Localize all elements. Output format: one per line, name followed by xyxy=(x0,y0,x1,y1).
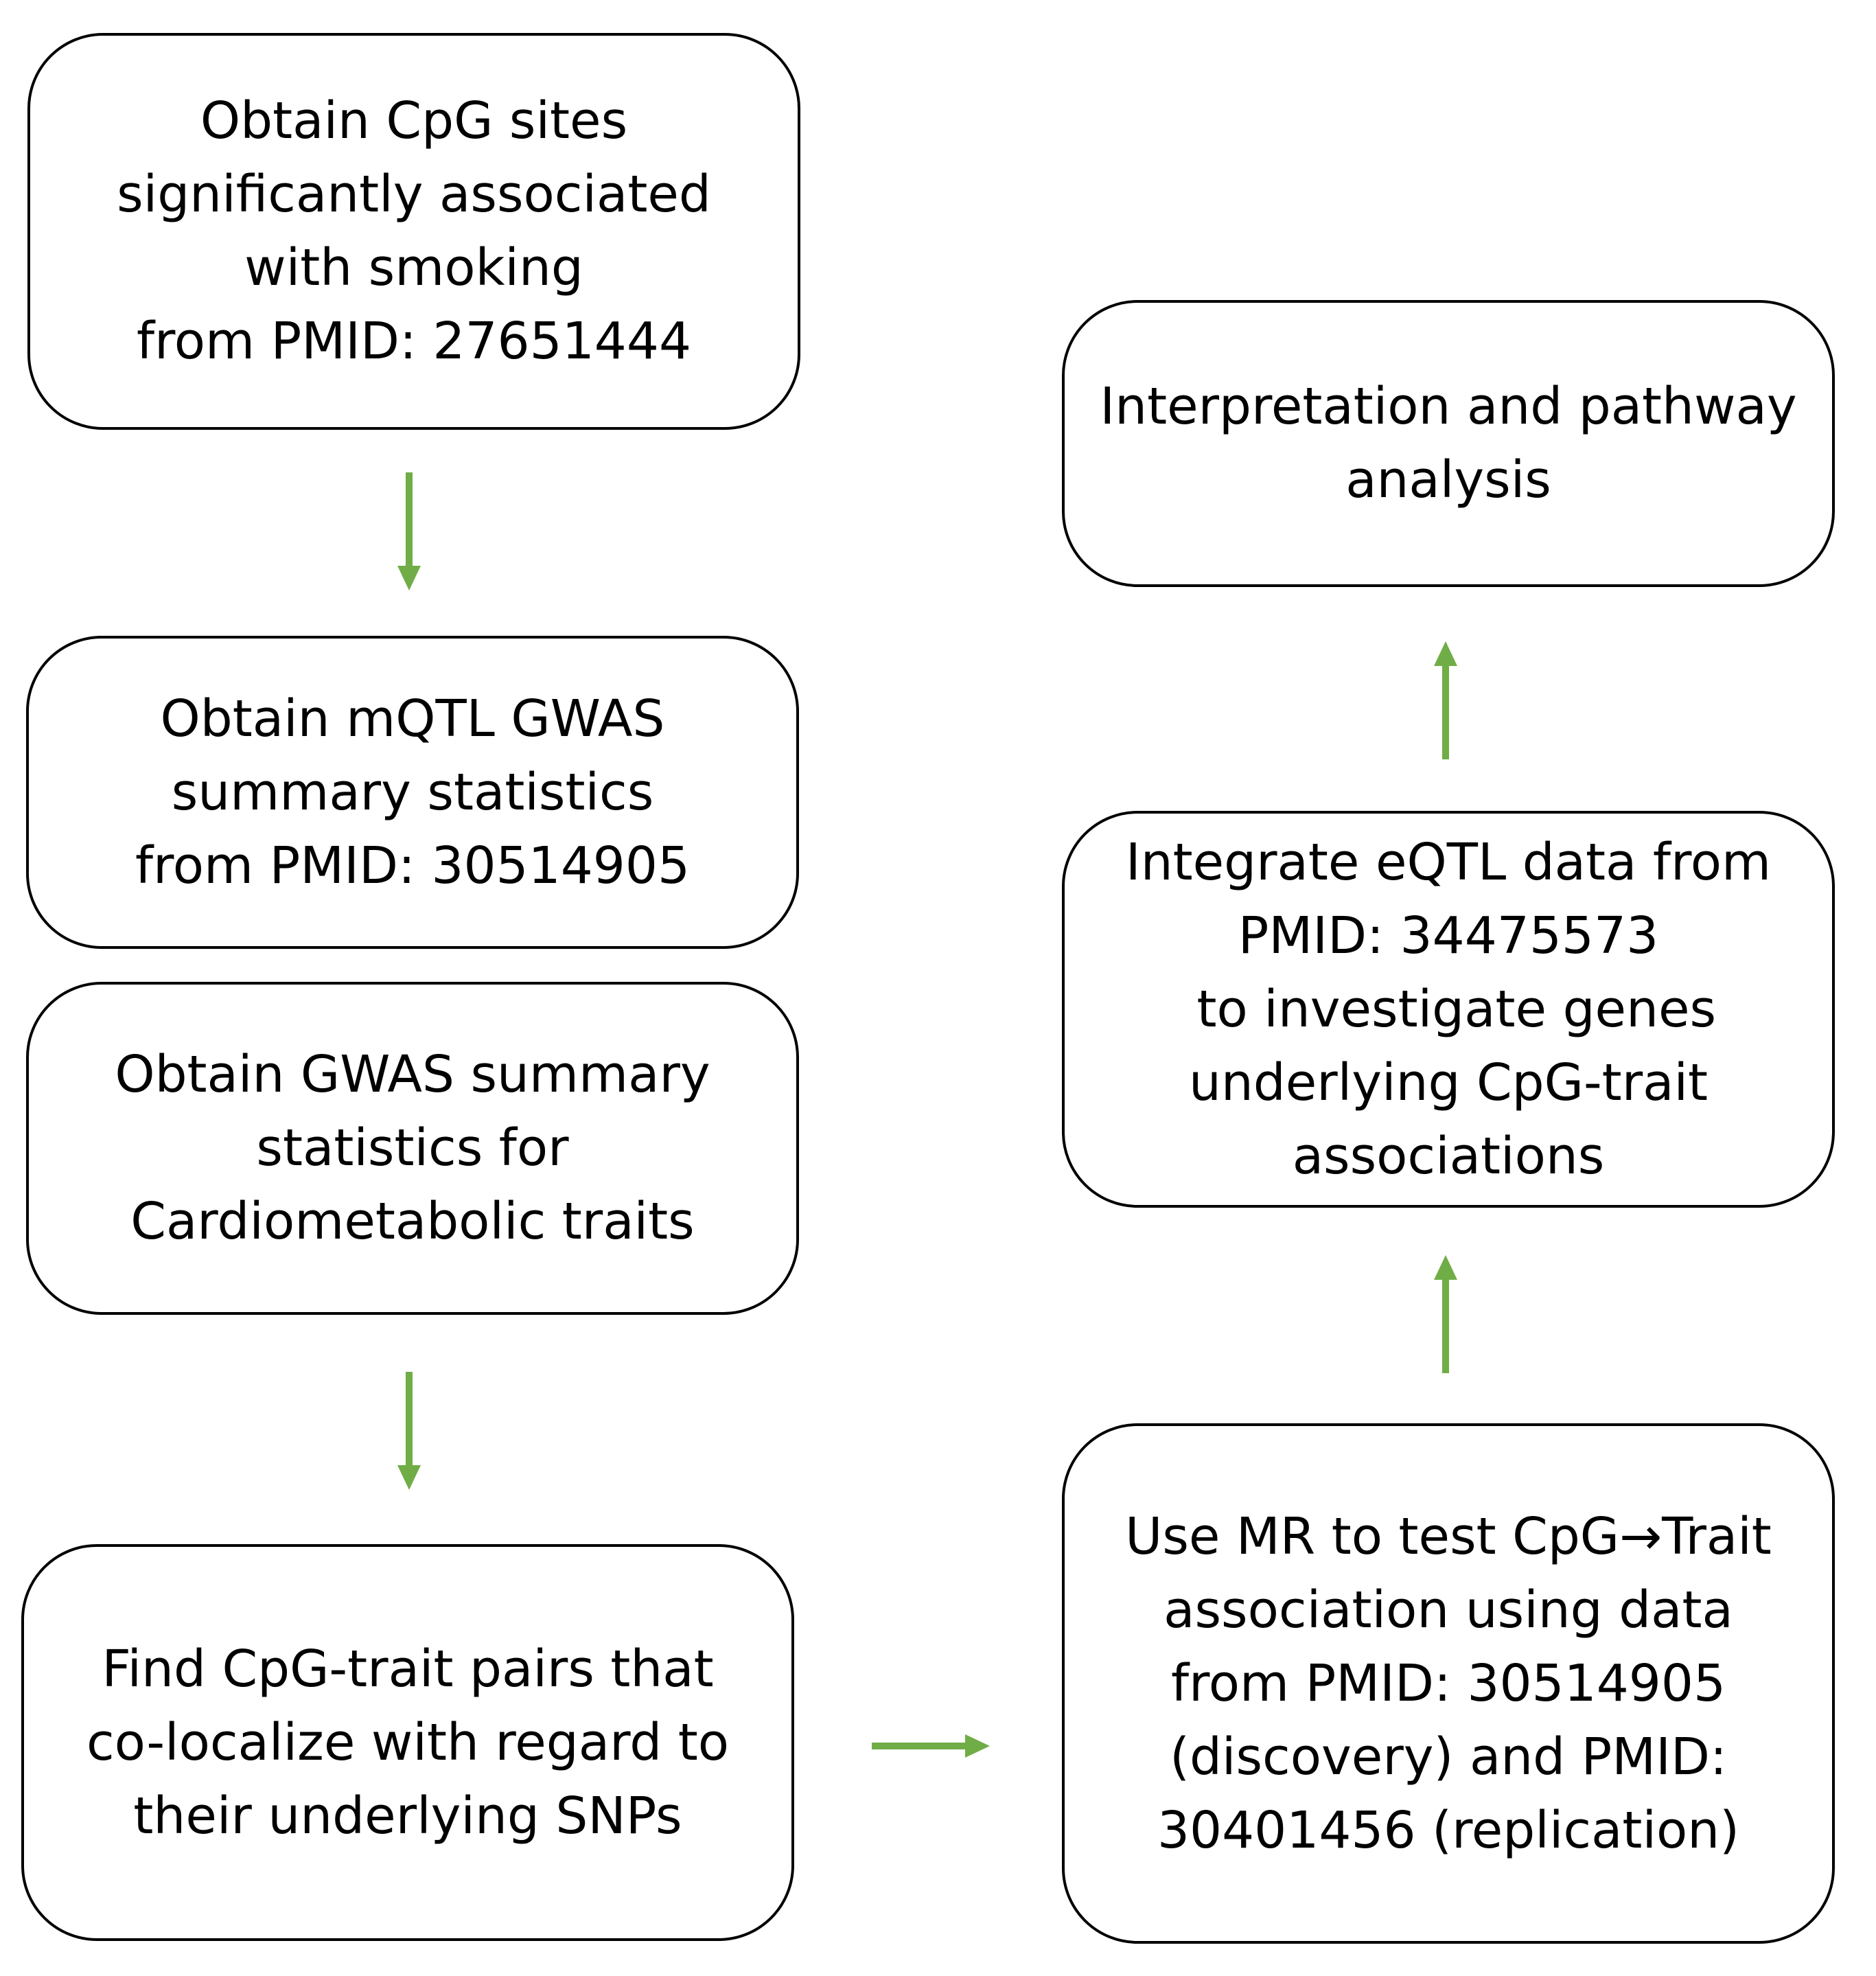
box-text-line: summary statistics xyxy=(171,762,654,822)
box-text-line: from PMID: 30514905 xyxy=(135,836,691,895)
box-text-line: Integrate eQTL data from xyxy=(1125,832,1772,892)
box-text-line: statistics for xyxy=(256,1118,569,1177)
box-text-line: (discovery) and PMID: xyxy=(1170,1727,1727,1787)
box-text-line: Obtain GWAS summary xyxy=(115,1045,710,1104)
box-text-line: co-localize with regard to xyxy=(86,1712,729,1772)
box-text-line: Interpretation and pathway xyxy=(1100,377,1797,436)
arrow-cpg-to-mqtl xyxy=(397,472,421,590)
arrow-gwas-to-find-pairs xyxy=(397,1372,421,1490)
box-text-line: Cardiometabolic traits xyxy=(130,1192,695,1251)
arrow-mr-to-eqtl xyxy=(1434,1255,1457,1373)
box-text-line: PMID: 34475573 xyxy=(1238,906,1659,965)
box-text-line: to investigate genes xyxy=(1180,979,1717,1039)
box-text-line: associations xyxy=(1292,1126,1605,1186)
box-text-line: Obtain mQTL GWAS xyxy=(160,689,665,748)
box-text-line: with smoking xyxy=(244,238,583,297)
box-obtain-gwas-cardiometabolic: Obtain GWAS summary statistics for Cardi… xyxy=(26,982,799,1315)
box-text-line: significantly associated xyxy=(117,165,711,224)
box-text-line: from PMID: 30514905 xyxy=(1170,1653,1726,1713)
box-text-line: from PMID: 27651444 xyxy=(136,312,692,371)
box-text-line: Use MR to test CpG→Trait xyxy=(1125,1506,1772,1566)
box-text-line: 30401456 (replication) xyxy=(1157,1800,1740,1860)
arrow-eqtl-to-interpretation xyxy=(1434,641,1457,759)
box-find-colocalize-pairs: Find CpG-trait pairs that co-localize wi… xyxy=(21,1544,794,1941)
box-text-line: Find CpG-trait pairs that xyxy=(102,1639,714,1699)
box-text-line: their underlying SNPs xyxy=(133,1786,682,1846)
box-text-line: analysis xyxy=(1345,450,1551,509)
box-interpretation-pathway: Interpretation and pathway analysis xyxy=(1062,300,1835,587)
box-obtain-mqtl-gwas: Obtain mQTL GWAS summary statistics from… xyxy=(26,636,799,949)
box-use-mr-test: Use MR to test CpG→Trait association usi… xyxy=(1062,1423,1835,1944)
box-text-line: association using data xyxy=(1163,1580,1733,1640)
box-text-line: Obtain CpG sites xyxy=(200,91,628,150)
box-text-line: underlying CpG-trait xyxy=(1188,1053,1709,1112)
arrow-find-pairs-to-mr xyxy=(872,1734,990,1758)
box-integrate-eqtl: Integrate eQTL data from PMID: 34475573 … xyxy=(1062,811,1835,1208)
box-obtain-cpg-sites: Obtain CpG sites significantly associate… xyxy=(27,33,800,430)
